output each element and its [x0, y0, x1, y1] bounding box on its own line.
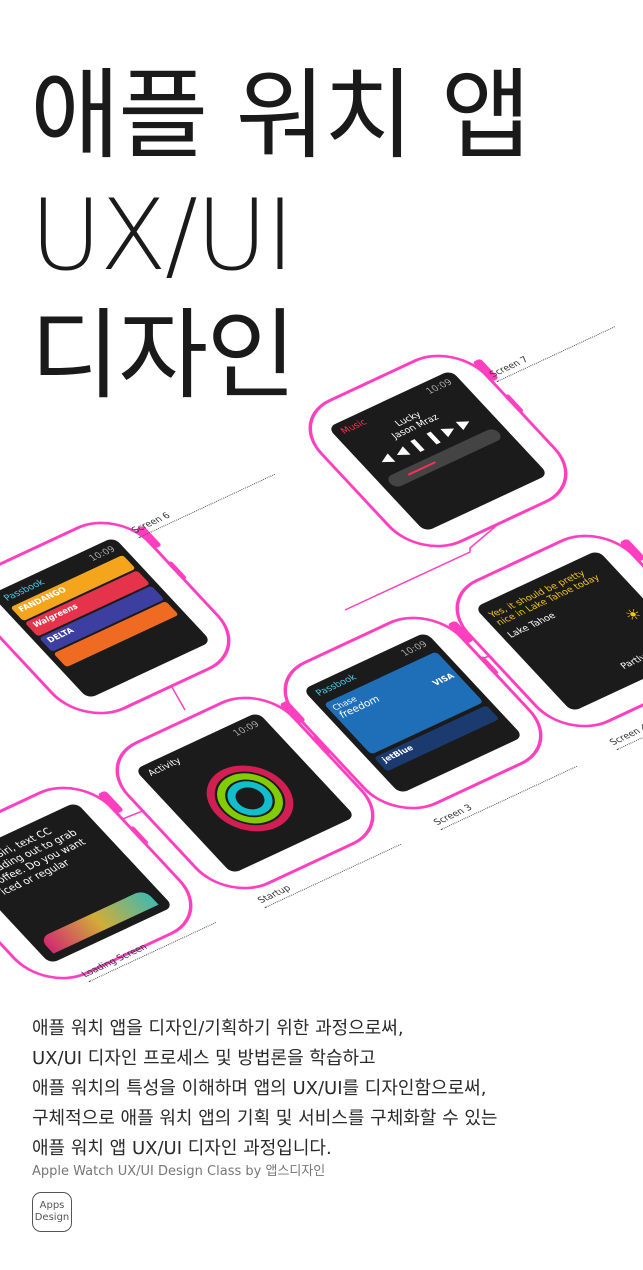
- desc-line-4: 구체적으로 애플 워치 앱의 기획 및 서비스를 구체화할 수 있는: [32, 1108, 498, 1129]
- activity-time: 10:09: [231, 719, 263, 739]
- class-credit: Apple Watch UX/UI Design Class by 앱스디자인: [32, 1164, 326, 1179]
- activity-screen: Activity 10:09: [134, 711, 356, 875]
- page-title: 애플 워치 앱 UX/UI 디자인: [30, 56, 531, 416]
- sun-cloud-icon: ☀: [619, 604, 643, 625]
- weather-condition: Partly Cloudy: [618, 639, 643, 672]
- title-line-3: 디자인: [30, 299, 296, 413]
- logo-line-1: Apps: [39, 1200, 65, 1211]
- title-line-1: 애플 워치 앱: [30, 59, 531, 173]
- desc-line-5: 애플 워치 앱 UX/UI 디자인 과정입니다.: [32, 1138, 332, 1159]
- watch-illustration: Music 10:09 Lucky Jason Mraz ◀◀❚❚▶▶ Pass…: [0, 300, 643, 990]
- siri-message: Hey Siri, text CC Heading out to grab co…: [0, 826, 89, 898]
- title-line-2: UX/UI: [30, 179, 295, 293]
- chase-card[interactable]: Chase freedom VISA: [323, 651, 484, 755]
- apps-design-logo: Apps Design: [32, 1192, 72, 1232]
- watch-activity: Activity 10:09: [94, 682, 396, 904]
- desc-line-3: 애플 워치의 특성을 이해하며 앱의 UX/UI를 디자인함으로써,: [32, 1078, 487, 1099]
- activity-label: Activity: [146, 756, 184, 779]
- logo-line-2: Design: [34, 1212, 70, 1223]
- desc-line-2: UX/UI 디자인 프로세스 및 방법론을 학습하고: [32, 1048, 376, 1069]
- activity-rings-icon: [206, 765, 294, 832]
- desc-line-1: 애플 워치 앱을 디자인/기획하기 위한 과정으로써,: [32, 1018, 404, 1039]
- course-description: 애플 워치 앱을 디자인/기획하기 위한 과정으로써, UX/UI 디자인 프로…: [32, 1014, 612, 1164]
